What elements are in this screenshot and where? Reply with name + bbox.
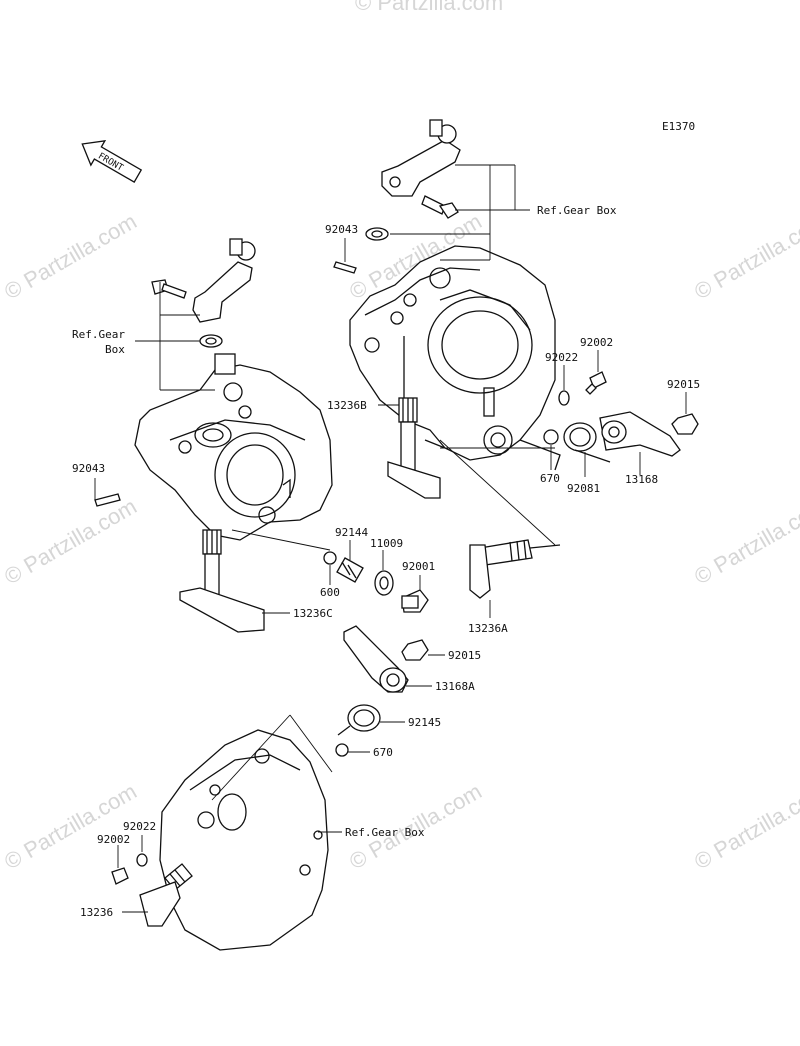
label-13236: 13236 bbox=[80, 906, 113, 919]
label-92043-top: 92043 bbox=[325, 223, 358, 236]
lower-gear-case bbox=[159, 729, 329, 951]
lever-13168A bbox=[343, 625, 429, 693]
watermark: © Partzilla.com bbox=[690, 494, 800, 590]
label-13168A: 13168A bbox=[435, 680, 475, 693]
watermark: © Partzilla.com bbox=[0, 209, 141, 305]
label-670-bottom: 670 bbox=[373, 746, 393, 759]
label-ref-gear-box-bottom: Ref.Gear Box bbox=[345, 826, 425, 839]
upper-shift-lever bbox=[333, 119, 461, 274]
right-small-parts bbox=[543, 371, 699, 463]
label-600: 600 bbox=[320, 586, 340, 599]
label-670-top: 670 bbox=[540, 472, 560, 485]
watermark: © Partzilla.com bbox=[355, 0, 503, 15]
label-ref-gear-box-top: Ref.Gear Box bbox=[537, 204, 617, 217]
shaft-13236A bbox=[469, 539, 561, 599]
leader-lines bbox=[94, 164, 687, 913]
label-92015-top: 92015 bbox=[667, 378, 700, 391]
watermark: © Partzilla.com bbox=[690, 779, 800, 875]
shaft-13236C bbox=[179, 529, 265, 633]
shaft-13236 bbox=[111, 853, 193, 927]
left-gear-case bbox=[134, 353, 333, 541]
label-92022-bottom: 92022 bbox=[123, 820, 156, 833]
label-92043-left: 92043 bbox=[72, 462, 105, 475]
center-small-parts bbox=[323, 551, 429, 613]
label-92001: 92001 bbox=[402, 560, 435, 573]
upper-gear-case bbox=[349, 245, 561, 471]
watermark: © Partzilla.com bbox=[690, 209, 800, 305]
label-13236C: 13236C bbox=[293, 607, 333, 620]
left-shift-lever bbox=[94, 238, 256, 507]
part-labels: Ref.Gear Box 92043 Ref.Gear Box 13236B 9… bbox=[72, 204, 700, 919]
label-11009: 11009 bbox=[370, 537, 403, 550]
label-13168: 13168 bbox=[625, 473, 658, 486]
label-92144: 92144 bbox=[335, 526, 368, 539]
label-92145: 92145 bbox=[408, 716, 441, 729]
label-92002-bottom: 92002 bbox=[97, 833, 130, 846]
shaft-13236B bbox=[387, 336, 441, 499]
watermark: © Partzilla.com bbox=[0, 494, 141, 590]
diagram-id: E1370 bbox=[662, 120, 695, 133]
label-92002-top: 92002 bbox=[580, 336, 613, 349]
watermark: © Partzilla.com bbox=[0, 779, 141, 875]
watermark: © Partzilla.com bbox=[345, 209, 486, 305]
spring-92145 bbox=[335, 704, 381, 757]
label-13236A: 13236A bbox=[468, 622, 508, 635]
label-92022-top: 92022 bbox=[545, 351, 578, 364]
front-arrow-icon: FRONT bbox=[81, 140, 143, 183]
label-92081: 92081 bbox=[567, 482, 600, 495]
label-13236B: 13236B bbox=[327, 399, 367, 412]
label-ref-gear-left-1: Ref.Gear bbox=[72, 328, 125, 341]
label-ref-gear-left-2: Box bbox=[105, 343, 125, 356]
label-92015-mid: 92015 bbox=[448, 649, 481, 662]
